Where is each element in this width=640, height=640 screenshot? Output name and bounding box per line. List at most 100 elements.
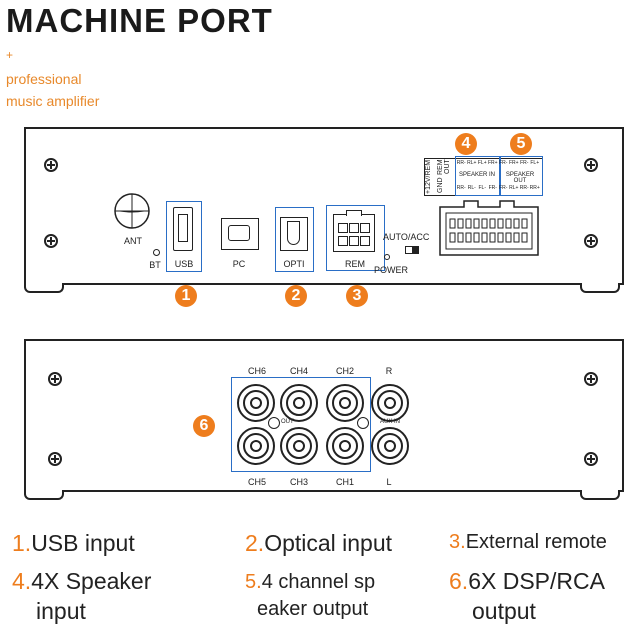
speaker-in-highlight-box xyxy=(455,156,501,196)
legend-text: External remote xyxy=(465,531,607,553)
harness-pin xyxy=(449,218,456,229)
legend-text: eaker output xyxy=(257,598,369,620)
terminal-bottom-row: RR- RL- FL- FR- FR- RL+ RR- RR+ xyxy=(456,185,540,191)
optical-port-icon xyxy=(280,217,308,251)
legend-item-6-cont: output xyxy=(472,598,536,625)
rca-highlight-box xyxy=(231,377,371,472)
harness-pin xyxy=(473,232,480,243)
legend-text: output xyxy=(472,598,536,624)
opti-highlight-box xyxy=(275,207,314,272)
aux-marker-icon xyxy=(357,417,369,429)
pc-label: PC xyxy=(232,259,246,269)
harness-pin xyxy=(497,232,504,243)
badge-4: 4 xyxy=(455,133,477,155)
badge-6: 6 xyxy=(193,415,215,437)
rca-ch3-jack[interactable] xyxy=(280,427,318,465)
subtitle-line-2: music amplifier xyxy=(6,93,100,109)
legend-text: 4X Speaker xyxy=(31,568,152,594)
harness-pin xyxy=(521,232,528,243)
plus-mark: + xyxy=(6,48,14,62)
terminal-pin-label: FR- xyxy=(520,160,529,166)
back-foot-right xyxy=(580,490,620,500)
ch6-label: CH6 xyxy=(247,366,266,376)
screw-icon xyxy=(44,158,58,172)
legend-item-4: 4.4X Speaker xyxy=(12,568,151,595)
terminal-pin-label: RR- xyxy=(519,185,529,191)
antenna-connector-icon xyxy=(114,193,150,229)
screw-icon xyxy=(584,158,598,172)
legend-text: USB input xyxy=(31,530,135,556)
subtitle-line-1: professional xyxy=(6,71,82,87)
legend-item-4-cont: input xyxy=(36,598,86,625)
screw-icon xyxy=(584,452,598,466)
ch1-label: CH1 xyxy=(335,477,354,487)
rca-ch4-jack[interactable] xyxy=(280,384,318,422)
usb-port-icon xyxy=(173,207,193,251)
terminal-pin-label: FL+ xyxy=(530,160,540,166)
legend-text: Optical input xyxy=(264,530,393,556)
bt-label: BT xyxy=(149,260,161,270)
terminal-pin-label: RL- xyxy=(467,185,476,191)
legend-text: 4 channel sp xyxy=(261,571,376,593)
ch3-label: CH3 xyxy=(289,477,308,487)
harness-pin xyxy=(489,232,496,243)
legend-item-3: 3.External remote xyxy=(449,531,607,554)
terminal-pin-label: FR- xyxy=(499,160,508,166)
gnd-label: GND xyxy=(437,177,444,193)
rca-ch5-jack[interactable] xyxy=(237,427,275,465)
harness-connector-icon xyxy=(439,200,539,256)
harness-pin xyxy=(513,232,520,243)
pc-port-icon xyxy=(221,218,259,250)
rem-port-icon xyxy=(333,210,375,252)
legend-num: 1. xyxy=(12,530,32,556)
front-foot-right xyxy=(580,283,620,293)
speaker-out-highlight-box xyxy=(499,156,543,196)
legend-text: 6X DSP/RCA xyxy=(468,568,605,594)
harness-pin xyxy=(521,218,528,229)
terminal-pin-label: RL+ xyxy=(467,160,477,166)
auto-acc-switch[interactable] xyxy=(405,246,419,254)
terminal-top-row: RR- RL+ FL+ FR+ FR- FR+ FR- FL+ xyxy=(456,160,540,166)
terminal-pin-label: RR- xyxy=(456,160,466,166)
rem-highlight-box xyxy=(326,205,385,271)
speaker-out-label: SPEAKER OUT xyxy=(505,172,535,184)
ch5-label: CH5 xyxy=(247,477,266,487)
ant-label: ANT xyxy=(124,236,142,246)
l-label: L xyxy=(386,477,392,487)
badge-3: 3 xyxy=(346,285,368,307)
harness-pin xyxy=(473,218,480,229)
terminal-pin-label: FR+ xyxy=(487,160,498,166)
back-foot-left xyxy=(24,490,64,500)
terminal-pin-label: RR- xyxy=(456,185,466,191)
legend-item-6: 6.6X DSP/RCA xyxy=(449,568,605,595)
legend-num: 2. xyxy=(245,530,265,556)
rca-ch6-jack[interactable] xyxy=(237,384,275,422)
harness-pin xyxy=(465,218,472,229)
rca-ch1-jack[interactable] xyxy=(326,427,364,465)
out-marker-icon xyxy=(268,417,280,429)
legend-text: input xyxy=(36,598,86,624)
harness-pin xyxy=(481,218,488,229)
ch2-label: CH2 xyxy=(335,366,354,376)
out-label: OUT xyxy=(281,419,294,425)
harness-pin xyxy=(505,218,512,229)
auto-acc-label: AUTO/ACC xyxy=(383,232,430,242)
harness-pin xyxy=(489,218,496,229)
opti-label: OPTI xyxy=(283,259,305,269)
rca-r-jack[interactable] xyxy=(371,384,409,422)
ch4-label: CH4 xyxy=(289,366,308,376)
rca-ch2-jack[interactable] xyxy=(326,384,364,422)
legend-item-5: 5.4 channel sp xyxy=(245,571,375,594)
legend-num: 3. xyxy=(449,531,466,553)
legend-item-1: 1.USB input xyxy=(12,530,135,557)
harness-pin xyxy=(457,218,464,229)
power-label: POWER xyxy=(374,265,409,275)
terminal-pin-label: FR- xyxy=(499,185,508,191)
bt-led-icon xyxy=(153,249,160,256)
legend-item-2: 2.Optical input xyxy=(245,530,392,557)
terminal-pin-label: FL- xyxy=(478,185,487,191)
rem-out-label: REM OUT xyxy=(437,159,451,175)
rca-l-jack[interactable] xyxy=(371,427,409,465)
speaker-in-label: SPEAKER IN xyxy=(458,172,495,178)
r-label: R xyxy=(385,366,393,376)
